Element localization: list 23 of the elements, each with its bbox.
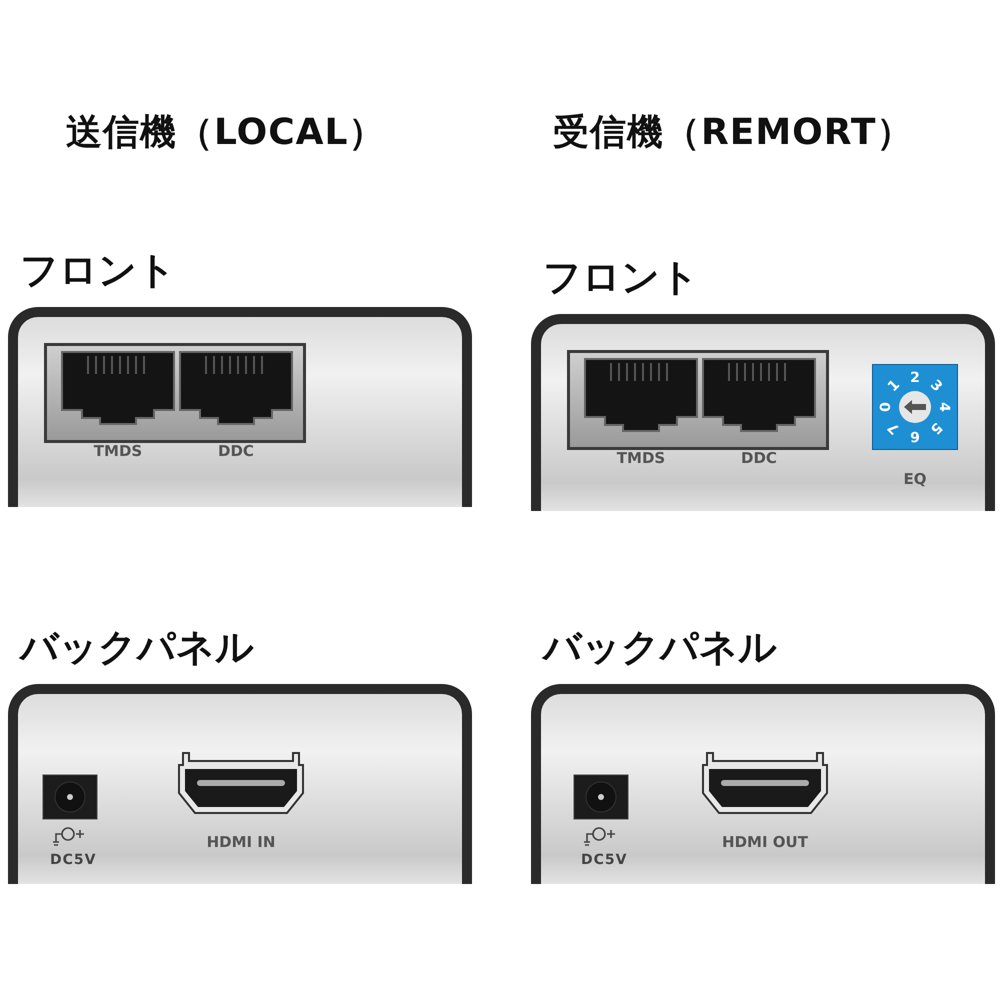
port-label: EQ xyxy=(904,470,926,488)
dial-number: 3 xyxy=(925,376,946,398)
panel-heading: フロント xyxy=(20,247,177,294)
dial-number: 0 xyxy=(878,401,894,414)
port-label: TMDS xyxy=(616,449,666,467)
dial-number: 4 xyxy=(936,401,952,414)
power-rating-text: DC5V xyxy=(581,852,628,868)
column-title: 受信機（REMORT） xyxy=(553,111,914,155)
power-rating-text: DC5V xyxy=(50,852,96,868)
port-label: DDC xyxy=(218,442,254,460)
dial-number: 7 xyxy=(884,417,905,438)
panel-heading: バックパネル xyxy=(20,624,255,671)
dial-number: 5 xyxy=(925,417,946,438)
panel-heading: バックパネル xyxy=(543,624,778,671)
port-label: TMDS xyxy=(94,442,142,460)
column-title: 送信機（LOCAL） xyxy=(66,111,386,155)
dial-number: 6 xyxy=(909,428,921,444)
port-label: HDMI IN xyxy=(206,833,276,851)
port-label: DDC xyxy=(741,449,777,467)
dial-number: 2 xyxy=(909,370,921,386)
panel-heading: フロント xyxy=(543,254,700,301)
dial-number: 1 xyxy=(884,376,905,398)
port-label: HDMI OUT xyxy=(722,833,808,851)
